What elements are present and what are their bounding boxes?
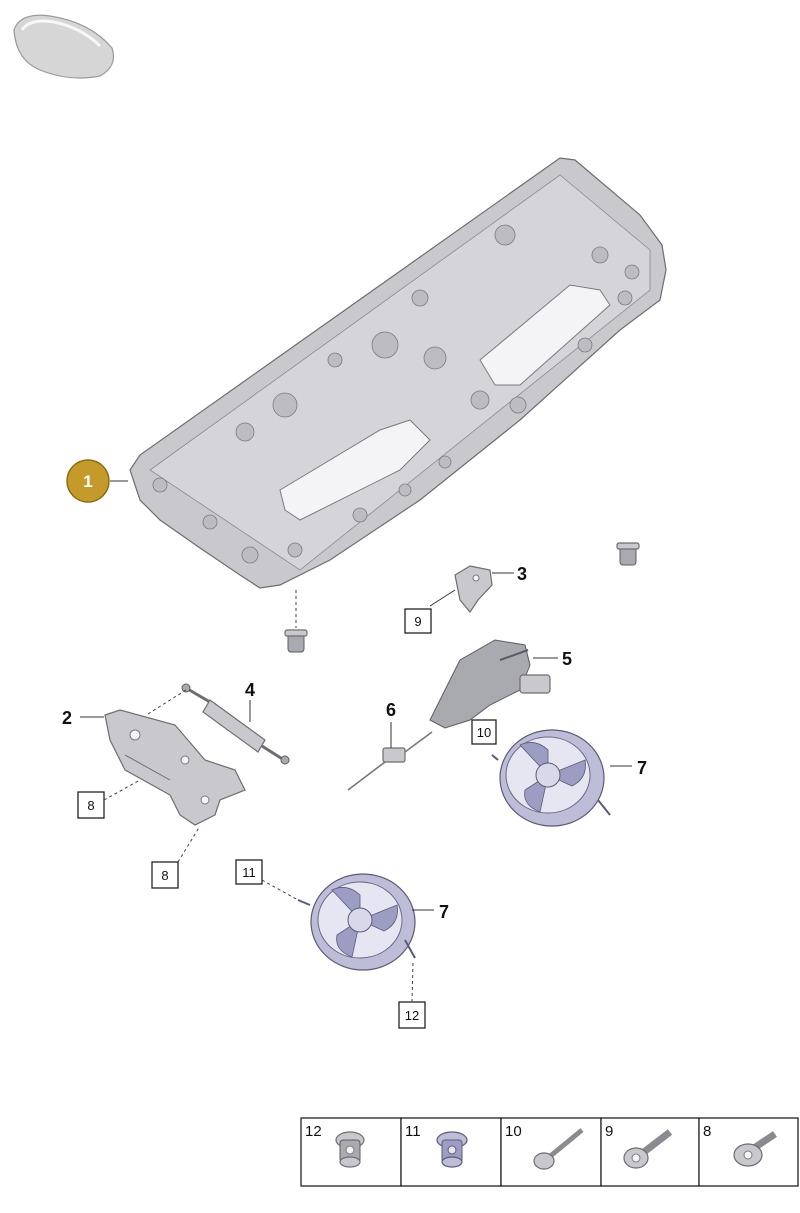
legend-label-10: 10 bbox=[505, 1123, 522, 1140]
fastener-legend: 12 11 10 9 8 bbox=[300, 1117, 799, 1187]
panel-bosses bbox=[152, 224, 640, 564]
legend-label-9: 9 bbox=[605, 1123, 613, 1140]
long-bolt-icon bbox=[533, 1128, 584, 1170]
callout-3-label: 3 bbox=[517, 564, 527, 584]
boxed-callout-8-upper[interactable] bbox=[77, 791, 105, 819]
bracket-part-3[interactable] bbox=[454, 565, 493, 614]
legend-cell-9[interactable] bbox=[600, 1117, 700, 1187]
callout-6-label: 6 bbox=[386, 700, 396, 720]
boxed-callout-8-lower[interactable] bbox=[151, 861, 179, 889]
actuator-part-5[interactable] bbox=[429, 639, 551, 729]
car-thumbnail-icon[interactable] bbox=[13, 14, 115, 79]
boxed-callout-8-upper-label: 8 bbox=[87, 798, 94, 813]
clip-nut-part-upper[interactable] bbox=[616, 542, 640, 566]
boxed-callout-9-label: 9 bbox=[414, 614, 421, 629]
cable-part-6[interactable] bbox=[347, 731, 433, 791]
legend-label-8: 8 bbox=[703, 1123, 711, 1140]
callout-7-lower-label: 7 bbox=[439, 902, 449, 922]
fan-part-7-upper[interactable] bbox=[491, 729, 611, 827]
grommet-nut-icon bbox=[436, 1131, 468, 1168]
callout-2-label: 2 bbox=[62, 708, 72, 728]
callout-1-label: 1 bbox=[83, 472, 92, 491]
boxed-callout-9[interactable] bbox=[404, 608, 432, 634]
clip-nut-icon bbox=[335, 1131, 365, 1168]
boxed-callout-12-label: 12 bbox=[405, 1008, 419, 1023]
clip-nut-part[interactable] bbox=[284, 629, 308, 653]
gas-strut-part-4[interactable] bbox=[181, 683, 290, 765]
boxed-callout-10[interactable] bbox=[471, 719, 497, 745]
legend-label-11: 11 bbox=[405, 1123, 421, 1140]
boxed-callout-8-lower-label: 8 bbox=[161, 868, 168, 883]
rear-panel-part[interactable] bbox=[129, 157, 667, 589]
callout-7-upper-label: 7 bbox=[637, 758, 647, 778]
legend-cell-10[interactable] bbox=[500, 1117, 602, 1187]
boxed-callout-11-label: 11 bbox=[242, 865, 256, 880]
fan-part-7-lower[interactable] bbox=[297, 873, 416, 971]
callout-5-label: 5 bbox=[562, 649, 572, 669]
callout-4-label: 4 bbox=[245, 680, 255, 700]
legend-label-12: 12 bbox=[305, 1123, 322, 1140]
boxed-callout-11[interactable] bbox=[235, 859, 263, 885]
hinge-plate-part-2[interactable] bbox=[104, 709, 246, 826]
flange-bolt-icon bbox=[623, 1129, 673, 1169]
callout-1-highlighted[interactable]: 1 bbox=[66, 459, 110, 503]
short-bolt-icon bbox=[733, 1131, 777, 1167]
boxed-callout-10-label: 10 bbox=[477, 725, 491, 740]
